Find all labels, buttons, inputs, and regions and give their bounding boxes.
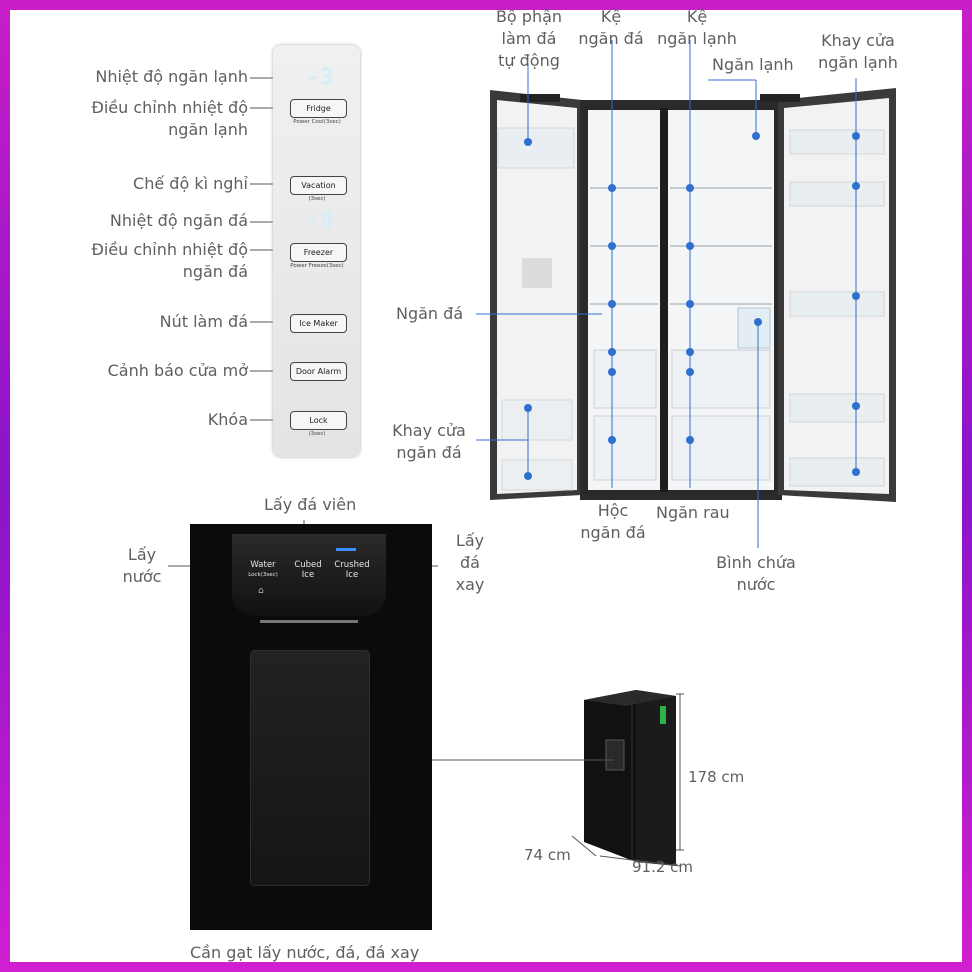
fridge-button[interactable]: Fridge — [290, 99, 347, 118]
label-veg-drawer: Ngăn rau — [656, 503, 730, 522]
label-fridge-shelf: Kệ ngăn lạnh — [657, 7, 737, 48]
dispenser-illustration: Water Lock(3sec) Cubed Ice Crushed Ice ⌂ — [190, 524, 432, 930]
control-panel: -3 Fridge Power Cool(3sec) Vacation (3se… — [273, 45, 360, 457]
label-lever: Cần gạt lấy nước, đá, đá xay — [190, 943, 420, 962]
callout-dots — [524, 132, 860, 480]
label-freezer-shelf: Kệ ngăn đá — [578, 7, 644, 48]
door-alarm-button[interactable]: Door Alarm — [290, 362, 347, 381]
dim-width: 91.2 cm — [632, 858, 694, 876]
open-fridge-illustration — [490, 88, 896, 502]
label-fridge-door-tray: Khay cửa ngăn lạnh — [818, 31, 898, 72]
label-crushed-ice: Lấy đá xay — [455, 531, 485, 594]
label-freezer-temp: Nhiệt độ ngăn đá — [109, 211, 248, 230]
callout-lines — [476, 40, 857, 548]
dispenser-crushed-button[interactable]: Crushed Ice — [334, 560, 370, 580]
label-freezer-adjust: Điều chỉnh nhiệt độ ngăn đá — [91, 240, 248, 281]
label-vacation: Chế độ kì nghỉ — [133, 174, 248, 193]
lock-icon: ⌂ — [258, 586, 264, 596]
label-water-tank: Bình chứa nước — [716, 553, 796, 594]
dim-height: 178 cm — [688, 768, 745, 786]
label-auto-ice: Bộ phận làm đá tự động — [495, 7, 563, 70]
vacation-button-sub: (3sec) — [308, 196, 326, 202]
dim-depth: 74 cm — [524, 846, 571, 864]
dispenser-water-button[interactable]: Water — [250, 560, 276, 570]
dispenser-cubed-button[interactable]: Cubed Ice — [294, 560, 322, 580]
label-ice-maker: Nút làm đá — [159, 312, 248, 331]
vacation-button[interactable]: Vacation — [290, 176, 347, 195]
freezer-temp-display: -9 — [306, 209, 335, 234]
label-freezer-drawer: Hộc ngăn đá — [580, 501, 646, 542]
crushed-indicator — [336, 548, 356, 551]
fridge-button-sub: Power Cool(3sec) — [293, 119, 341, 125]
lock-button-sub: (3sec) — [308, 431, 326, 437]
fridge-temp-display: -3 — [306, 65, 335, 90]
label-fridge-adjust: Điều chỉnh nhiệt độ ngăn lạnh — [91, 98, 248, 139]
ice-maker-button[interactable]: Ice Maker — [290, 314, 347, 333]
label-door-alarm: Cảnh báo cửa mở — [107, 361, 248, 380]
dispenser-lever[interactable] — [250, 650, 370, 886]
label-freezer-compartment: Ngăn đá — [396, 304, 464, 323]
label-fridge-compartment: Ngăn lạnh — [712, 55, 794, 74]
closed-fridge-illustration — [432, 690, 684, 867]
label-cubed-ice: Lấy đá viên — [264, 495, 357, 514]
freezer-button[interactable]: Freezer — [290, 243, 347, 262]
lock-button[interactable]: Lock — [290, 411, 347, 430]
dispenser-panel: Water Lock(3sec) Cubed Ice Crushed Ice ⌂ — [232, 534, 386, 616]
label-freezer-door-tray: Khay cửa ngăn đá — [392, 421, 466, 462]
dispenser-water-sub: Lock(3sec) — [248, 572, 278, 578]
label-fridge-temp: Nhiệt độ ngăn lạnh — [95, 67, 248, 86]
dispenser-light — [260, 620, 358, 623]
freezer-button-sub: Power Freeze(3sec) — [290, 263, 344, 269]
label-lock: Khóa — [207, 410, 248, 429]
label-water: Lấy nước — [122, 545, 162, 586]
